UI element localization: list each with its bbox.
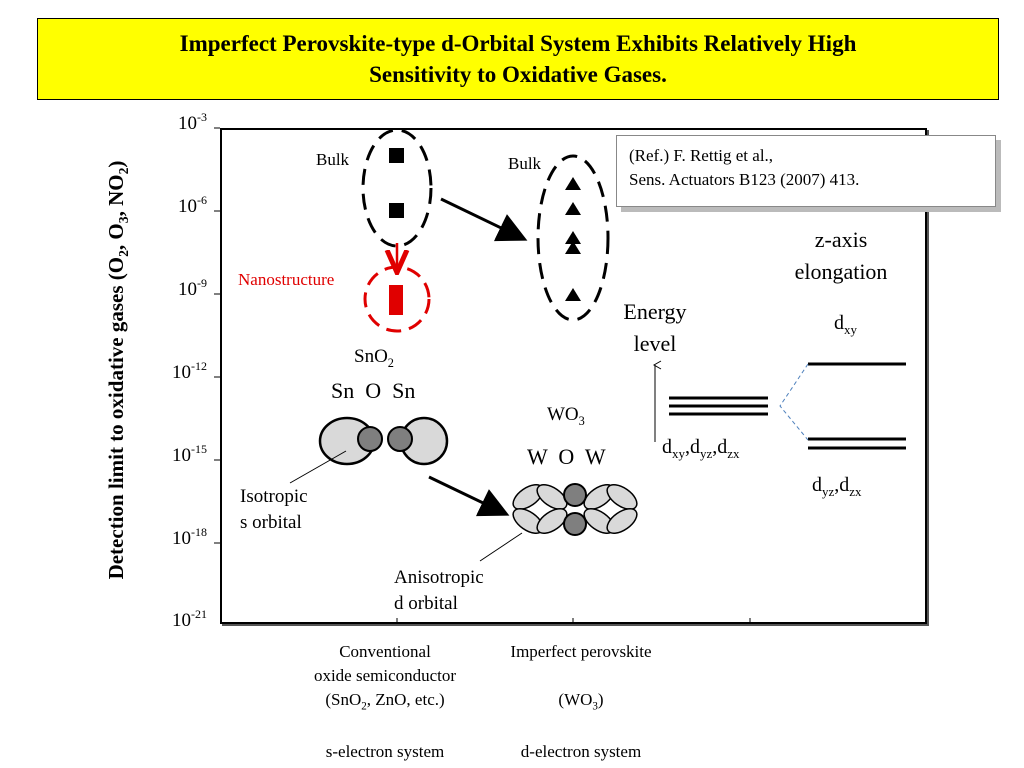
degenerate-label: dxy,dyz,dzx (662, 436, 740, 461)
y-tick-1e-15: 10-15 (172, 442, 207, 466)
isotropic-pointer (289, 450, 347, 484)
dxy-label: dxy (834, 312, 857, 337)
title-line-2: Sensitivity to Oxidative Gases. (369, 62, 667, 87)
dyz-dzx-label: dyz,dzx (812, 474, 862, 499)
w-o-w-label: W O W (527, 444, 606, 469)
reference-line-2: Sens. Actuators B123 (2007) 413. (629, 170, 860, 189)
reference-line-1: (Ref.) F. Rettig et al., (629, 146, 774, 165)
nanostructure-label: Nanostructure (238, 270, 335, 289)
wo3-orbital-diagram (512, 483, 638, 536)
category-conventional: Conventional oxide semiconductor (SnO2, … (313, 642, 457, 713)
splitting-connector (779, 363, 809, 441)
bulk-sno2-marker-2 (389, 203, 404, 218)
nanostructure-circle (363, 265, 431, 333)
category-s-electron: s-electron system (325, 742, 445, 761)
anisotropic-pointer (479, 532, 523, 562)
title-banner: Imperfect Perovskite-type d-Orbital Syst… (37, 18, 999, 100)
category-d-electron: d-electron system (520, 742, 642, 761)
bulk-arrow (440, 197, 528, 242)
y-tick-1e-12: 10-12 (172, 359, 207, 383)
title-line-1: Imperfect Perovskite-type d-Orbital Syst… (179, 31, 857, 56)
dyz-dzx-levels (808, 437, 906, 450)
bulk-wo3-markers (565, 177, 581, 301)
bulk-sno2-ellipse (361, 128, 433, 248)
y-tick-marks (214, 127, 220, 544)
sno2-label: SnO2 (354, 346, 394, 370)
y-tick-1e-21: 10-21 (172, 607, 207, 631)
bulk-label-left: Bulk (316, 150, 350, 169)
sn-o-sn-label: Sn O Sn (331, 378, 416, 403)
wo3-label: WO3 (547, 404, 585, 428)
y-tick-1e-3: 10-3 (178, 110, 207, 134)
bulk-sno2-marker-1 (389, 148, 404, 163)
orbital-arrow (428, 475, 510, 517)
degenerate-levels (669, 396, 768, 416)
category-perovskite: Imperfect perovskite (WO3) (510, 642, 652, 713)
x-tick-marks (396, 618, 751, 624)
bulk-label-right: Bulk (508, 154, 542, 173)
reference-box: (Ref.) F. Rettig et al., Sens. Actuators… (616, 135, 996, 207)
sno2-orbital-diagram (318, 416, 449, 466)
bulk-wo3-ellipse (536, 154, 610, 322)
y-tick-1e-6: 10-6 (178, 193, 207, 217)
y-tick-1e-9: 10-9 (178, 276, 207, 300)
nanostructure-marker (389, 285, 403, 315)
y-tick-1e-18: 10-18 (172, 525, 207, 549)
